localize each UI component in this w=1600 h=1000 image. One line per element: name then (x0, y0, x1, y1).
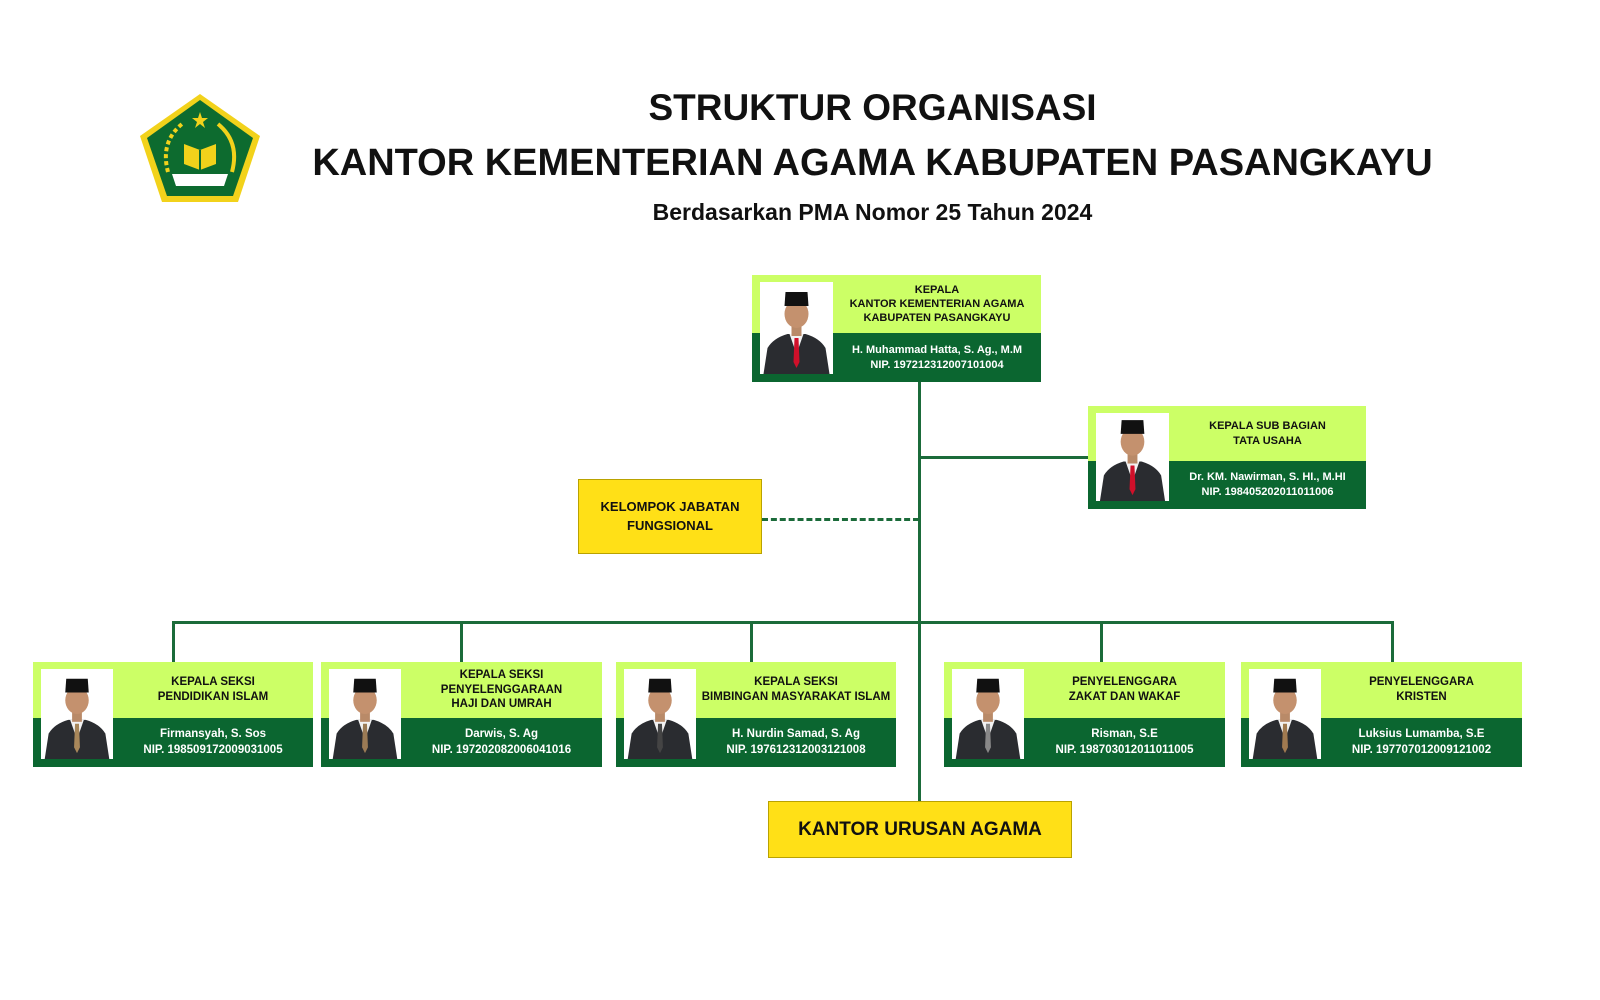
official-name: Dr. KM. Nawirman, S. HI., M.HI (1189, 471, 1346, 484)
kemenag-logo (138, 92, 262, 204)
position-title: PENYELENGGARA ZAKAT DAN WAKAF (1028, 662, 1221, 718)
kelompok-line: KELOMPOK JABATAN (600, 499, 740, 515)
kelompok-jabatan-fungsional-box: KELOMPOK JABATAN FUNGSIONAL (578, 479, 762, 554)
official-name: Risman, S.E (1091, 727, 1158, 740)
person-photo (329, 669, 401, 759)
person-photo (1249, 669, 1321, 759)
position-title-line: KABUPATEN PASANGKAYU (863, 312, 1011, 325)
official-info: Dr. KM. Nawirman, S. HI., M.HI NIP. 19840… (1173, 461, 1362, 509)
official-info: Risman, S.E NIP. 198703012011011005 (1028, 718, 1221, 767)
connector-sub-bagian (919, 456, 1088, 459)
person-photo (1096, 413, 1169, 501)
position-title: KEPALA SEKSI BIMBINGAN MASYARAKAT ISLAM (700, 662, 892, 718)
official-info: Darwis, S. Ag NIP. 197202082006041016 (405, 718, 598, 767)
connector-kelompok-dashed (762, 518, 919, 521)
official-name: Darwis, S. Ag (464, 727, 539, 740)
position-title-line: KRISTEN (1396, 691, 1447, 703)
connector-drop (460, 621, 463, 662)
unit-card: KEPALA SEKSI PENDIDIKAN ISLAM Firmansyah, … (33, 662, 313, 767)
official-nip: NIP. 197707012009121002 (1351, 743, 1492, 756)
position-title: KEPALA SEKSI PENYELENGGARAAN HAJI DAN UMRA… (405, 662, 598, 718)
connector-drop (172, 621, 175, 662)
official-info: H. Nurdin Samad, S. Ag NIP. 1976123120031… (700, 718, 892, 767)
official-nip: NIP. 198405202011011006 (1201, 486, 1334, 498)
kua-label: KANTOR URUSAN AGAMA (798, 818, 1042, 840)
position-title-line: ZAKAT DAN WAKAF (1068, 691, 1181, 703)
official-nip: NIP. 197612312003121008 (726, 743, 866, 756)
title-line-1: STRUKTUR ORGANISASI (648, 87, 1097, 128)
kantor-urusan-agama-box: KANTOR URUSAN AGAMA (768, 801, 1072, 858)
connector-horizontal-units (172, 621, 1394, 624)
subtitle: Berdasarkan PMA Nomor 25 Tahun 2024 (652, 199, 1093, 225)
person-photo (952, 669, 1024, 759)
official-name: Luksius Lumamba, S.E (1358, 727, 1485, 740)
connector-drop (750, 621, 753, 662)
official-nip: NIP. 197212312007101004 (870, 358, 1004, 371)
connector-drop (1391, 621, 1394, 662)
position-title-line: KANTOR KEMENTERIAN AGAMA (849, 297, 1025, 310)
connector-drop (1100, 621, 1103, 662)
official-name: Firmansyah, S. Sos (159, 727, 267, 740)
unit-card: KEPALA SEKSI BIMBINGAN MASYARAKAT ISLAM H.… (616, 662, 896, 767)
official-info: Luksius Lumamba, S.E NIP. 197707012009121… (1325, 718, 1518, 767)
position-title-line: KEPALA SUB BAGIAN (1209, 420, 1326, 433)
connector-main-vertical (918, 382, 921, 802)
unit-card: KEPALA SEKSI PENYELENGGARAAN HAJI DAN UMRA… (321, 662, 602, 767)
official-nip: NIP. 198509172009031005 (143, 743, 283, 756)
official-name: H. Nurdin Samad, S. Ag (731, 727, 860, 740)
person-photo (760, 282, 833, 374)
position-title-line: TATA USAHA (1233, 434, 1302, 447)
position-title-line: BIMBINGAN MASYARAKAT ISLAM (701, 691, 891, 703)
official-nip: NIP. 198703012011011005 (1055, 743, 1194, 756)
position-title: PENYELENGGARA KRISTEN (1325, 662, 1518, 718)
position-title-line: HAJI DAN UMRAH (451, 698, 552, 711)
official-info: H. Muhammad Hatta, S. Ag., M.M NIP. 19721… (837, 333, 1037, 382)
position-title-line: KEPALA SEKSI (459, 668, 544, 681)
title-line-2: KANTOR KEMENTERIAN AGAMA KABUPATEN PASAN… (312, 142, 1433, 184)
official-nip: NIP. 197202082006041016 (431, 743, 572, 756)
official-name: H. Muhammad Hatta, S. Ag., M.M (851, 343, 1023, 356)
person-photo (41, 669, 113, 759)
position-title-line: PENYELENGGARA (1072, 676, 1177, 689)
position-title-line: KEPALA SEKSI (754, 676, 838, 689)
position-title-line: PENDIDIKAN ISLAM (157, 691, 269, 703)
position-title-line: KEPALA SEKSI (171, 676, 255, 689)
person-photo (624, 669, 696, 759)
position-title-line: KEPALA (914, 283, 960, 296)
position-title-line: PENYELENGGARA (1369, 676, 1474, 689)
position-title-line: PENYELENGGARAAN (440, 683, 563, 696)
unit-card: PENYELENGGARA ZAKAT DAN WAKAF Risman, S.E N… (944, 662, 1225, 767)
unit-card: PENYELENGGARA KRISTEN Luksius Lumamba, S.E… (1241, 662, 1522, 767)
kelompok-line: FUNGSIONAL (627, 517, 713, 533)
position-title: KEPALA SEKSI PENDIDIKAN ISLAM (117, 662, 309, 718)
